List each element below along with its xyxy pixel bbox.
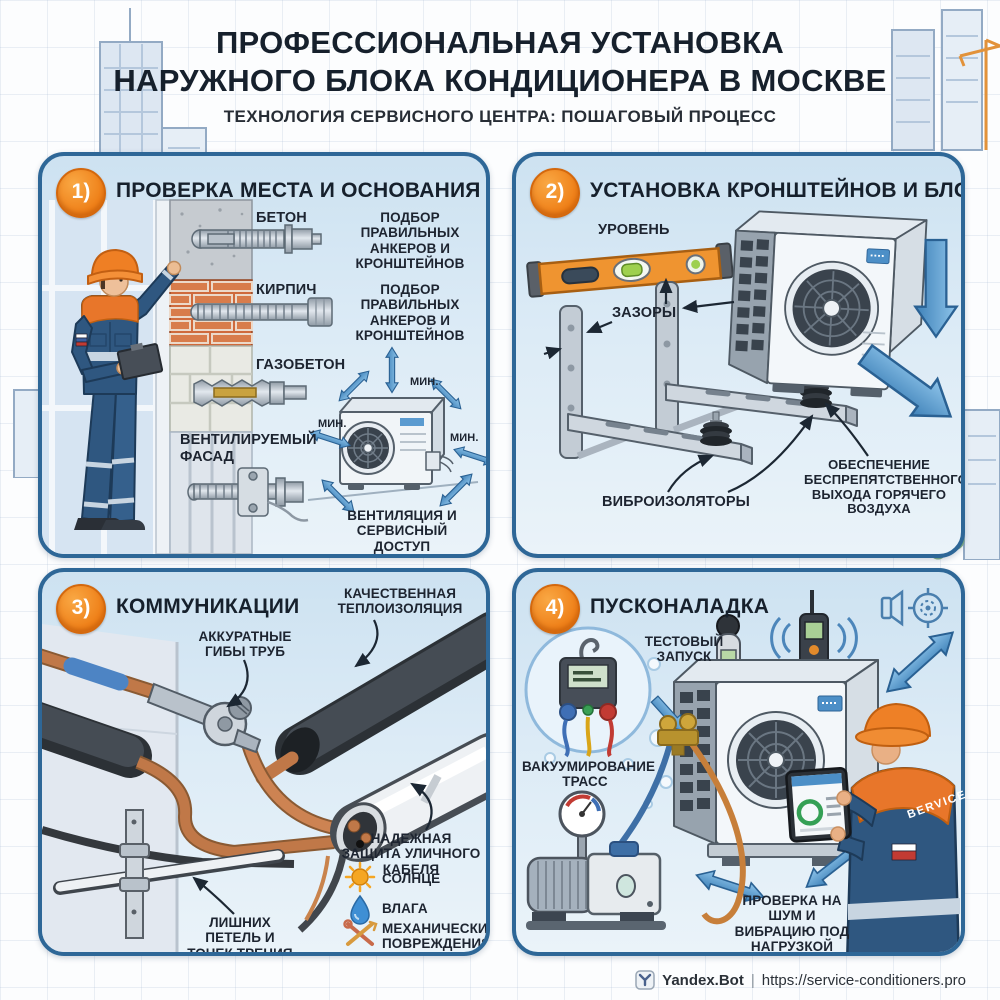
tablet-icon — [785, 766, 852, 843]
page-subtitle: ТЕХНОЛОГИЯ СЕРВИСНОГО ЦЕНТРА: ПОШАГОВЫЙ … — [223, 106, 777, 126]
step2-illustration — [526, 210, 961, 494]
step3-title: КОММУНИКАЦИИ — [116, 595, 300, 618]
header: ПРОФЕССИОНАЛЬНАЯ УСТАНОВКА НАРУЖНОГО БЛО… — [0, 24, 1000, 127]
yandex-bot-logo-icon — [635, 970, 655, 990]
label-min-left: МИН. — [318, 418, 347, 430]
footer-brand: Yandex.Bot — [662, 971, 744, 989]
double-arrow-icon — [878, 622, 961, 702]
note-hot-air-exit: ОБЕСПЕЧЕНИЕ БЕСПРЕПЯТСТВЕННОГО ВЫХОДА ГО… — [804, 457, 965, 517]
page-title-line1: ПРОФЕССИОНАЛЬНАЯ УСТАНОВКА — [215, 25, 785, 60]
footer: Yandex.Bot | https://service-conditioner… — [635, 970, 966, 990]
caption-ventilation-access: ВЕНТИЛЯЦИЯ И СЕРВИСНЫЙ ДОСТУП — [347, 508, 457, 554]
label-concrete: БЕТОН — [256, 210, 307, 226]
label-moisture: ВЛАГА — [382, 901, 428, 916]
label-level: УРОВЕНЬ — [598, 222, 670, 238]
step2-title: УСТАНОВКА КРОНШТЕЙНОВ И БЛОКА — [590, 179, 965, 202]
step4-illustration — [524, 588, 961, 952]
hand — [830, 826, 846, 842]
facade-fastener-icon — [187, 467, 309, 522]
logo-patch-icon — [891, 843, 917, 861]
step4-panel: 4) ПУСКОНАЛАДКА ТЕСТОВЫЙ ЗАПУСК ВАКУУМИР… — [512, 568, 965, 956]
label-mechanical-damage: МЕХАНИЧЕСКИЕ ПОВРЕЖДЕНИЯ — [382, 921, 490, 952]
step3-illustration — [42, 612, 486, 952]
label-vacuuming: ВАКУУМИРОВАНИЕ ТРАСС — [522, 759, 656, 790]
droplet-icon — [350, 894, 370, 925]
outdoor-unit-clearance-icon — [307, 346, 486, 517]
step1-panel: 1) ПРОВЕРКА МЕСТА И ОСНОВАНИЯ БЕТОН ПОДБ… — [38, 152, 490, 558]
vacuum-pump-icon — [526, 790, 666, 930]
label-min-right: МИН. — [450, 432, 479, 444]
anchor-wedge-icon — [191, 224, 322, 254]
target-crosshair-icon — [908, 588, 948, 628]
technician-illustration — [71, 249, 182, 530]
anchor-brick-icon — [190, 297, 333, 327]
step3-number-badge: 3) — [56, 584, 106, 634]
service-valve-icon — [613, 713, 746, 925]
label-gaps: ЗАЗОРЫ — [612, 305, 677, 321]
step1-illustration — [42, 199, 486, 554]
pressure-gauge-icon — [558, 790, 606, 867]
tools-icon — [343, 919, 378, 946]
page-title-line2: НАРУЖНОГО БЛОКА КОНДИЦИОНЕРА В МОСКВЕ — [113, 62, 887, 98]
pipe-clamps-icon — [42, 809, 295, 939]
hand — [836, 790, 852, 806]
label-brick: КИРПИЧ — [256, 282, 317, 298]
label-ventilated-facade: ВЕНТИЛИРУЕМЫЙ ФАСАД — [180, 432, 317, 465]
footer-url[interactable]: https://service-conditioners.pro — [761, 971, 966, 989]
noise-device-icon — [880, 589, 904, 627]
step4-title: ПУСКОНАЛАДКА — [590, 595, 770, 618]
clipboard-icon — [116, 342, 164, 381]
annotation-arrows — [192, 619, 433, 915]
step2-panel: 2) УСТАНОВКА КРОНШТЕЙНОВ И БЛОКА УРОВЕНЬ… — [512, 152, 965, 558]
note-anchors-concrete: ПОДБОР ПРАВИЛЬНЫХ АНКЕРОВ И КРОНШТЕЙНОВ — [355, 210, 465, 272]
label-min-top: МИН. — [410, 376, 439, 388]
label-test-run: ТЕСТОВЫЙ ЗАПУСК — [644, 634, 724, 665]
copper-pipes-icon — [42, 648, 336, 860]
label-cable-protection: НАДЕЖНАЯ ЗАЩИТА УЛИЧНОГО КАБЕЛЯ — [341, 831, 481, 877]
outdoor-unit-icon — [728, 210, 928, 398]
technician-tablet-illustration — [837, 703, 960, 952]
label-pipe-bends: АККУРАТНЫЕ ГИБЫ ТРУБ — [198, 629, 292, 660]
cables-icon — [297, 849, 348, 933]
vibration-isolator-icon — [700, 411, 732, 446]
spirit-level-icon — [526, 242, 734, 298]
label-vibration-isolators: ВИБРОИЗОЛЯТОРЫ — [602, 494, 750, 510]
anchor-aerated-icon — [193, 379, 307, 407]
step4-number-badge: 4) — [530, 584, 580, 634]
label-no-loops: ЛИШНИХ ПЕТЕЛЬ И ТОЧЕК ТРЕНИЯ — [187, 915, 293, 956]
flaring-tool-icon — [146, 682, 262, 754]
annotation-arrows — [543, 277, 869, 494]
step2-number-badge: 2) — [530, 168, 580, 218]
label-sun: СОЛНЦЕ — [382, 871, 441, 886]
step1-title: ПРОВЕРКА МЕСТА И ОСНОВАНИЯ — [116, 179, 481, 202]
flag-patch-icon — [75, 333, 88, 347]
footer-separator: | — [750, 971, 755, 989]
label-aerated-concrete: ГАЗОБЕТОН — [256, 357, 346, 373]
label-insulation: КАЧЕСТВЕННАЯ ТЕПЛОИЗОЛЯЦИЯ — [337, 586, 463, 617]
note-anchors-brick: ПОДБОР ПРАВИЛЬНЫХ АНКЕРОВ И КРОНШТЕЙНОВ — [355, 282, 465, 344]
label-load-check: ПРОВЕРКА НА ШУМ И ВИБРАЦИЮ ПОД НАГРУЗКОЙ — [734, 893, 850, 955]
sun-icon — [344, 861, 376, 893]
step3-panel: 3) КОММУНИКАЦИИ КАЧЕСТВЕННАЯ ТЕПЛОИЗОЛЯЦ… — [38, 568, 490, 956]
step1-number-badge: 1) — [56, 168, 106, 218]
